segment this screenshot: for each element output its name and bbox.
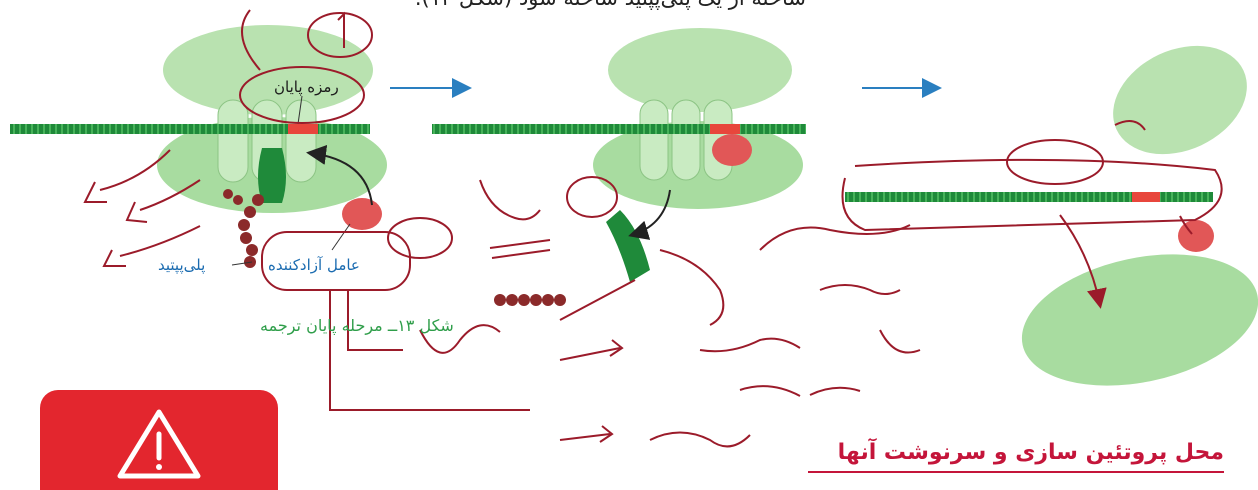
panel-1-release-factor — [342, 198, 382, 230]
panel-1-trna — [258, 148, 286, 203]
panel-1-stop-codon — [288, 124, 318, 134]
panel-3-ribosome-subunits — [1010, 25, 1258, 405]
panel-2-stop-codon — [710, 124, 740, 134]
panel-2-released-trna — [606, 210, 650, 282]
release-factor-label: عامل آزادکننده — [268, 256, 360, 274]
panel-2-polypeptide-chain — [494, 294, 566, 306]
warning-icon — [40, 390, 278, 490]
section-title: محل پروتئین سازی و سرنوشت آنها — [808, 440, 1224, 473]
panel-2-release-factor — [712, 134, 752, 166]
release-factor-pointer — [332, 224, 350, 250]
warning-box — [40, 390, 278, 490]
figure-caption: شکل ۱۳ــ مرحله پایان ترجمه — [260, 316, 454, 335]
stop-codon-label: رمزه پایان — [274, 78, 339, 96]
panel-2-ribosome — [593, 28, 803, 209]
panel-3-release-factor — [1178, 220, 1214, 252]
panel-3-stop-codon — [1132, 192, 1160, 202]
panel-2-mrna — [432, 124, 806, 134]
polypeptide-label: پلی‌پپتید — [158, 256, 205, 274]
